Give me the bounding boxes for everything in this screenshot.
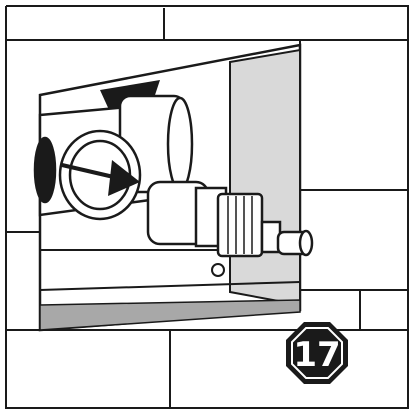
valve-cartridge [146,180,314,258]
wrench-size-badge: 17 [286,322,348,384]
badge-inner-ring [291,327,343,379]
insert-direction-arrow [61,160,140,196]
valve-body [33,94,194,221]
wrench-size-label: 17 [293,335,340,375]
screw-icon [211,263,225,277]
badge-octagon [286,322,348,384]
